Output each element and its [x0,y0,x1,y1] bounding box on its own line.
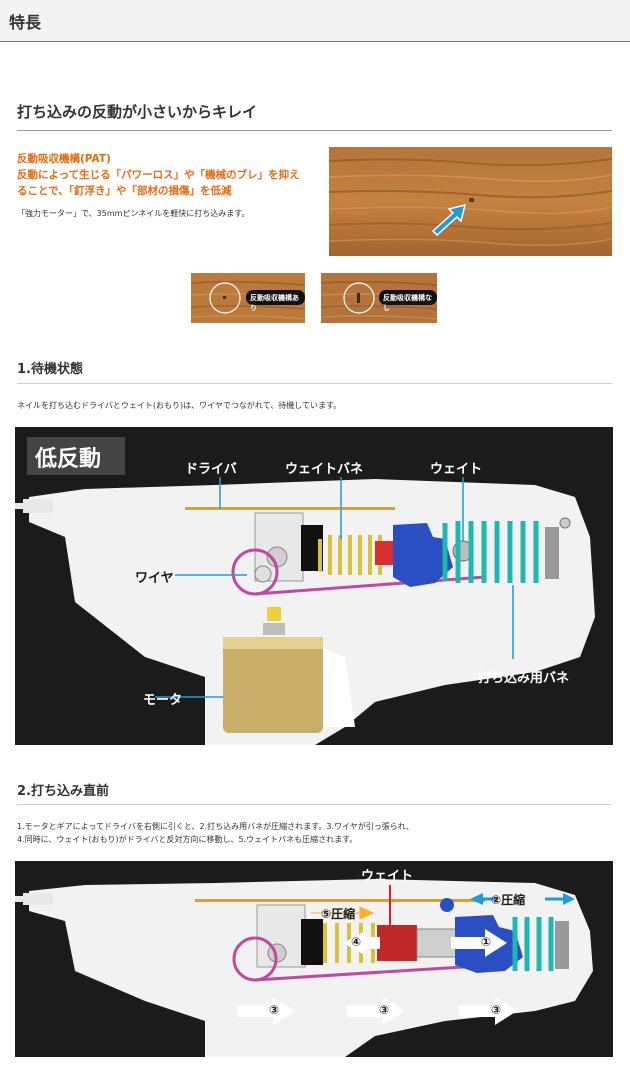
label-arrow-1: ① [481,935,492,949]
feature-line-1: 反動吸収機構(PAT) [17,153,111,165]
wood-photo-with-pat: 反動吸収機構あり [191,273,305,323]
feature-line-2: 反動によって生じる「パワーロス」や「機械のブレ」を抑え [17,169,300,181]
section-title-main: 打ち込みの反動が小さいからキレイ [17,103,258,121]
label-weight-spring: ウェイトバネ [285,462,364,477]
label-drive-spring: 打ち込み用バネ [478,671,570,686]
label-motor: モータ [143,693,183,708]
page-title: 特長 [9,13,42,32]
section-2-divider [17,804,612,805]
label-weight: ウェイト [430,462,483,477]
label-arrow-3c: ③ [491,1003,502,1017]
label-arrow-3b: ③ [379,1003,390,1017]
label-wire: ワイヤ [135,571,174,586]
label-compress-5: ⑤圧縮 [321,907,356,921]
badge-without-pat: 反動吸収機構なし [383,294,432,312]
section-title-2: 2.打ち込み直前 [17,784,109,799]
label-driver: ドライバ [185,462,237,477]
section-1-divider [17,383,612,384]
feature-note: 「強力モーター」で、35mmピンネイルを軽快に打ち込みます。 [17,209,250,218]
label-arrow-3a: ③ [269,1003,280,1017]
label-weight-2: ウェイト [361,869,414,884]
wood-photo-without-pat: 反動吸収機構なし [321,273,437,323]
diagram-standby: 低反動 ドライバ ウェイトバネ ウェイト ワイヤ 打ち込み用バネ モータ [15,427,613,745]
section-1-text: ネイルを打ち込むドライバとウェイト(おもり)は、ワイヤでつながれて、待機していま… [17,401,342,410]
section-2-text-2: 4.同時に、ウェイト(おもり)がドライバと反対方向に移動し、5.ウェイトバネも圧… [17,835,358,844]
feature-description: 反動吸収機構(PAT) 反動によって生じる「パワーロス」や「機械のブレ」を抑え … [17,151,317,199]
page-header: 特長 [0,0,630,42]
section-2-text-1: 1.モータとギアによってドライバを右側に引くと、2.打ち込み用バネが圧縮されます… [17,822,414,831]
diagram-before-firing: ウェイト ⑤圧縮 ②圧縮 ④ ① ③ ③ ③ [15,861,613,1057]
feature-line-3: ることで、「釘浮き」や「部材の損傷」を低減 [17,185,232,197]
section-divider [17,130,612,131]
wood-photo-large [329,147,612,256]
panel-badge-low-recoil: 低反動 [35,447,102,472]
label-compress-2: ②圧縮 [491,893,526,907]
section-title-1: 1.待機状態 [17,362,83,377]
badge-with-pat: 反動吸収機構あり [250,294,299,312]
label-arrow-4: ④ [351,935,362,949]
